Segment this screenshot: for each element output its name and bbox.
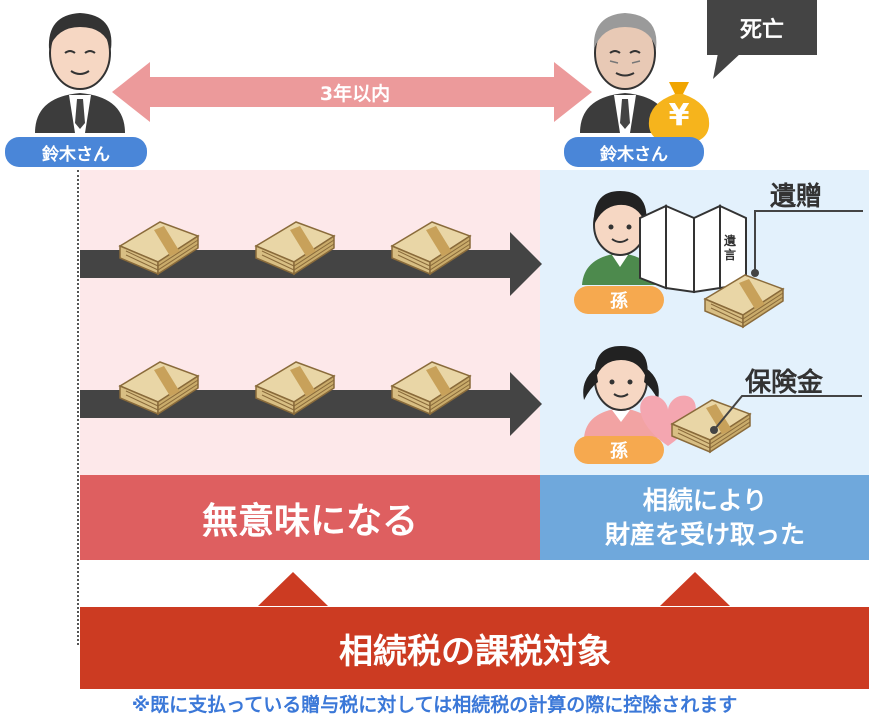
money-bundle-icon: [119, 221, 199, 275]
money-bundle-icon: [704, 274, 784, 328]
grandchild-2-tag: 孫: [574, 436, 664, 464]
left-person-name-tag: 鈴木さん: [5, 137, 147, 167]
insurance-label: 保険金: [745, 368, 824, 398]
period-label: 3年以内: [319, 83, 391, 105]
bequest-leader-line: [751, 210, 863, 277]
inherited-property-box: 相続により 財産を受け取った: [540, 475, 869, 560]
taxable-banner: 相続税の課税対象: [80, 607, 869, 689]
meaningless-box: 無意味になる: [80, 475, 540, 560]
person-icon-left: [35, 13, 125, 133]
yen-money-bag-icon: [648, 82, 710, 144]
period-double-arrow: [112, 62, 592, 122]
pink-panel: [80, 170, 540, 475]
timeline-dotted-line: [77, 170, 79, 645]
speech-tail: [713, 53, 741, 79]
will-document-icon: [639, 204, 747, 294]
money-bundle-icon: [391, 361, 471, 415]
up-arrow-left: [258, 572, 328, 606]
inherited-line-2: 財産を受け取った: [604, 519, 805, 549]
grandchild-girl-icon: [583, 346, 659, 438]
up-arrow-right: [660, 572, 730, 606]
death-speech-box: 死亡: [707, 0, 817, 55]
money-bundle-icon: [255, 221, 335, 275]
person-icon-right: [580, 13, 670, 133]
inherited-line-1: 相続により: [642, 485, 768, 515]
grandchild-1-tag: 孫: [574, 286, 664, 314]
will-document-text: 遺言: [724, 234, 737, 262]
insurance-leader-line: [710, 395, 862, 434]
money-bundle-icon: [119, 361, 199, 415]
money-bundle-icon: [391, 221, 471, 275]
right-person-name-tag: 鈴木さん: [564, 137, 704, 167]
grandchild-boy-icon: [582, 191, 658, 285]
bequest-label: 遺贈: [770, 182, 823, 212]
footnote: ※既に支払っている贈与税に対しては相続税の計算の際に控除されます: [131, 694, 738, 716]
yen-symbol: ¥: [668, 98, 690, 133]
money-bundle-icon: [255, 361, 335, 415]
